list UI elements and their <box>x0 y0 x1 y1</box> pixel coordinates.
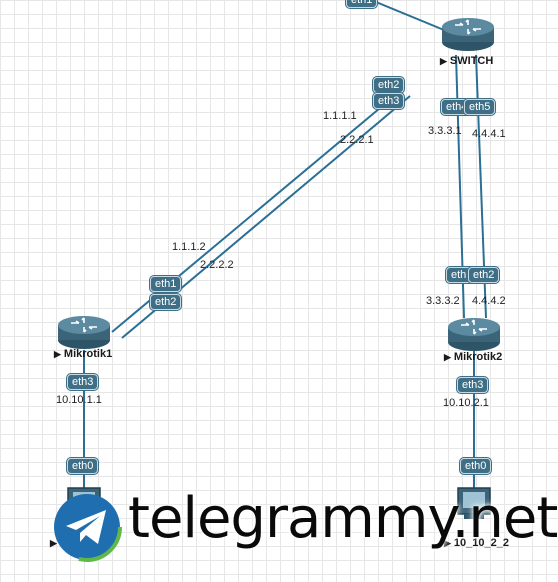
pc1-port-eth0[interactable]: eth0 <box>67 458 99 474</box>
mikrotik2-router-icon[interactable] <box>447 316 501 352</box>
mikrotik2-label: ▶Mikrotik2 <box>444 351 502 363</box>
watermark-text: telegrammy.net <box>128 486 558 551</box>
play-icon: ▶ <box>440 56 447 66</box>
switch-port-eth1-top[interactable]: eth1 <box>346 0 378 8</box>
mikrotik1-router-icon[interactable] <box>57 314 111 350</box>
ip-mikrotik1-lan: 10.10.1.1 <box>56 394 102 406</box>
switch-port-eth5[interactable]: eth5 <box>464 99 496 115</box>
pc2-pc-icon[interactable] <box>456 486 492 520</box>
mikrotik1-port-eth1[interactable]: eth1 <box>150 276 182 292</box>
switch-name: SWITCH <box>449 55 494 67</box>
ip-mikrotik1-1: 1.1.1.2 <box>172 241 206 253</box>
telegram-logo-icon <box>52 492 122 562</box>
play-icon: ▶ <box>444 352 451 362</box>
mikrotik1-name: Mikrotik1 <box>63 348 113 360</box>
switch-label: ▶SWITCH <box>440 55 493 67</box>
pc2-port-eth0[interactable]: eth0 <box>460 458 492 474</box>
play-icon: ▶ <box>50 538 57 548</box>
ip-switch-1: 1.1.1.1 <box>323 110 357 122</box>
link-switch-m1-a[interactable] <box>111 92 399 333</box>
pc2-label: ▶10_10_2_2 <box>444 537 509 549</box>
ip-mikrotik2-3: 3.3.3.2 <box>426 295 460 307</box>
switch-router-icon[interactable] <box>441 16 495 52</box>
mikrotik1-port-eth2[interactable]: eth2 <box>150 294 182 310</box>
ip-mikrotik2-4: 4.4.4.2 <box>472 295 506 307</box>
ip-switch-4: 4.4.4.1 <box>472 128 506 140</box>
link-switch-uplink[interactable] <box>375 1 445 31</box>
switch-port-eth2[interactable]: eth2 <box>373 77 405 93</box>
mikrotik2-name: Mikrotik2 <box>453 351 503 363</box>
play-icon: ▶ <box>54 349 61 359</box>
mikrotik1-label: ▶Mikrotik1 <box>54 348 112 360</box>
mikrotik2-port-eth3[interactable]: eth3 <box>457 377 489 393</box>
play-icon: ▶ <box>444 538 451 548</box>
switch-port-eth3[interactable]: eth3 <box>373 93 405 109</box>
pc2-name: 10_10_2_2 <box>453 537 509 549</box>
ip-switch-2: 2.2.2.1 <box>340 134 374 146</box>
ip-mikrotik1-2: 2.2.2.2 <box>200 259 234 271</box>
ip-mikrotik2-lan: 10.10.2.1 <box>443 397 489 409</box>
mikrotik1-port-eth3[interactable]: eth3 <box>67 374 99 390</box>
mikrotik2-port-eth2[interactable]: eth2 <box>468 267 500 283</box>
ip-switch-3: 3.3.3.1 <box>428 125 462 137</box>
